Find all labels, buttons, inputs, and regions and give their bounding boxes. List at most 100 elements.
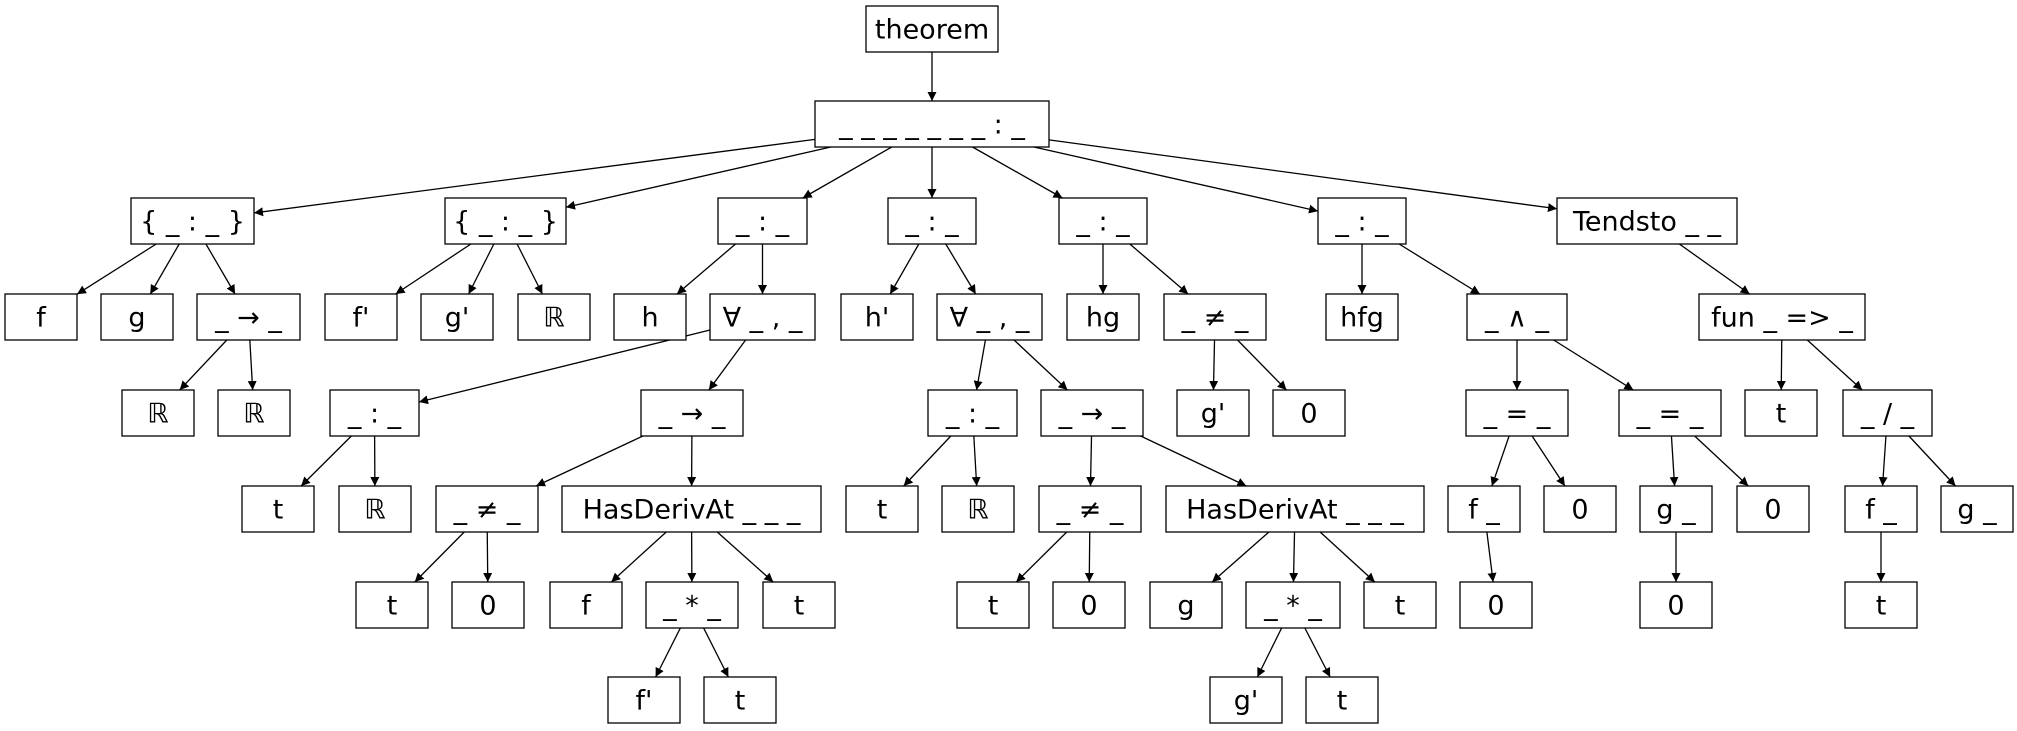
tree-node-n56: 0 [1052, 581, 1126, 629]
node-label: _ : _ [945, 399, 1000, 430]
node-box [338, 485, 412, 533]
node-box [703, 676, 777, 724]
edge-n43-n57 [1211, 531, 1270, 583]
node-box [640, 389, 744, 437]
node-label: f' [353, 303, 370, 334]
node-label: _ * _ [662, 591, 721, 622]
edge-n33-n47 [1694, 435, 1749, 487]
tree-node-n20: _ ≠ _ [1163, 293, 1267, 341]
edge-n18-n28 [973, 339, 987, 391]
node-box [1543, 485, 1617, 533]
node-label: _ ≠ _ [453, 495, 521, 526]
edge-n4-n15 [676, 243, 736, 295]
node-label: t [1776, 399, 1787, 430]
edge-n22-n33 [1553, 339, 1634, 391]
node-label: f [581, 591, 592, 622]
node-label: g _ [1957, 495, 1997, 526]
node-box [1209, 676, 1283, 724]
node-label: fun _ => _ [1711, 303, 1853, 334]
nodes-layer: theorem_ _ _ _ _ _ _ : _{ _ : _ }{ _ : _… [4, 5, 2014, 724]
node-box [1165, 485, 1425, 533]
node-label: _ ≠ _ [1181, 303, 1249, 334]
tree-node-n39: HasDerivAt _ _ _ [561, 485, 822, 533]
edge-n43-n58 [1289, 531, 1299, 583]
node-box [1363, 581, 1437, 629]
node-label: ∀ _ , _ [723, 303, 803, 334]
tree-node-n60: 0 [1459, 581, 1533, 629]
node-box [709, 293, 816, 341]
edge-n29-n43 [1140, 435, 1247, 487]
edge-n20-n30 [1209, 339, 1219, 391]
edge-n43-n59 [1319, 531, 1376, 583]
tree-node-n47: 0 [1736, 485, 1810, 533]
node-label: _ → _ [1058, 399, 1126, 430]
node-label: f _ [1468, 495, 1500, 526]
node-box [1052, 581, 1126, 629]
node-box [1325, 293, 1399, 341]
tree-node-n59: t [1363, 581, 1437, 629]
edge-n5-n18 [945, 243, 977, 295]
tree-node-n9: f [4, 293, 78, 341]
node-box [1844, 485, 1918, 533]
edge-n35-n49 [1908, 435, 1957, 487]
node-box [435, 485, 539, 533]
edge-n11-n24 [179, 339, 228, 391]
node-label: _ : _ [904, 207, 959, 238]
node-box [936, 293, 1043, 341]
tree-node-n62: t [1844, 581, 1918, 629]
node-box [607, 676, 681, 724]
node-label: _ _ _ _ _ _ _ : _ [838, 110, 1025, 141]
node-label: theorem [875, 15, 989, 46]
node-box [1698, 293, 1866, 341]
node-box [717, 197, 808, 245]
edge-n32-n45 [1531, 435, 1566, 487]
edge-n23-n34 [1776, 339, 1786, 391]
node-label: _ : _ [347, 399, 402, 430]
node-box [1176, 389, 1250, 437]
tree-node-n32: _ = _ [1465, 389, 1569, 437]
edge-n3-n12 [395, 243, 472, 295]
edge-n27-n38 [535, 435, 644, 487]
tree-node-n61: 0 [1639, 581, 1713, 629]
tree-node-n45: 0 [1543, 485, 1617, 533]
tree-node-n23: fun _ => _ [1698, 293, 1866, 341]
node-box [1842, 389, 1933, 437]
node-box [1163, 293, 1267, 341]
tree-node-n44: f _ [1447, 485, 1521, 533]
edge-n39-n54 [716, 531, 774, 583]
tree-node-n5: _ : _ [887, 197, 977, 245]
tree-node-n43: HasDerivAt _ _ _ [1165, 485, 1425, 533]
edge-n2-n11 [205, 243, 236, 295]
node-label: 0 [1764, 495, 1781, 526]
node-label: f _ [1865, 495, 1897, 526]
node-label: 0 [1571, 495, 1588, 526]
node-label: ∀ _ , _ [950, 303, 1030, 334]
node-label: t [877, 495, 888, 526]
node-label: { _ : _ } [453, 207, 558, 238]
node-box [956, 581, 1030, 629]
tree-node-n18: ∀ _ , _ [936, 293, 1043, 341]
tree-node-n10: g [100, 293, 174, 341]
node-box [1844, 581, 1918, 629]
node-label: ℝ [147, 399, 168, 430]
tree-node-n30: g' [1176, 389, 1250, 437]
edge-n29-n42 [1086, 435, 1096, 487]
node-box [613, 293, 687, 341]
node-label: _ : _ [735, 207, 790, 238]
tree-node-n37: ℝ [338, 485, 412, 533]
tree-node-n46: g _ [1639, 485, 1713, 533]
edge-n38-n50 [414, 531, 465, 583]
edge-n18-n29 [1013, 339, 1068, 391]
node-label: f' [636, 686, 653, 717]
edge-n8-n23 [1678, 243, 1751, 295]
node-label: g' [1234, 686, 1259, 717]
tree-node-n26: _ : _ [329, 389, 420, 437]
node-box [324, 293, 398, 341]
node-label: t [1876, 591, 1887, 622]
edge-n11-n25 [247, 339, 257, 391]
tree-node-n15: h [613, 293, 687, 341]
node-label: Tendsto _ _ [1572, 207, 1722, 238]
node-label: t [735, 686, 746, 717]
node-box [1058, 197, 1148, 245]
node-label: t [387, 591, 398, 622]
